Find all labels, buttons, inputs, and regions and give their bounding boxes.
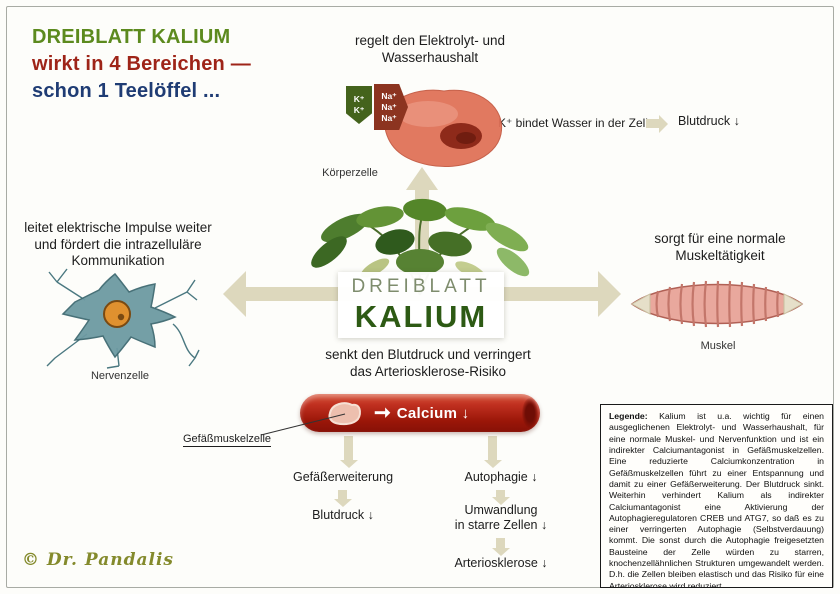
flow-vasodilation: Gefäßerweiterung	[292, 470, 394, 484]
k-ion-label: K⁺	[353, 105, 365, 115]
binding-text: K⁺ bindet Wasser in der Zelle	[498, 116, 655, 130]
vessel-arrow-icon: ➞	[374, 401, 391, 424]
left-heading: leitet elektrische Impulse weiter und fö…	[24, 220, 212, 268]
down-arrow-icon	[483, 436, 502, 468]
right-arrow-icon	[646, 114, 668, 133]
title-line-claim: wirkt in 4 Bereichen —	[32, 53, 251, 75]
down-arrow-icon	[491, 490, 510, 505]
down-arrow-icon	[339, 436, 358, 468]
na-ion-label: Na⁺	[381, 112, 397, 123]
right-heading: sorgt für eine normale Muskeltätigkeit	[654, 231, 786, 263]
brand-name-line2: KALIUM	[354, 298, 488, 334]
legend-text: Kalium ist u.a. wichtig für einen ausgeg…	[609, 411, 824, 588]
body-cell-label: Körperzelle	[322, 167, 378, 179]
k-ion-label: K⁺	[353, 94, 365, 104]
blood-vessel-illustration: ➞ Calcium ↓	[300, 394, 540, 432]
pointer-line	[260, 413, 346, 436]
legend-box: Legende: Kalium ist u.a. wichtig für ein…	[600, 404, 833, 588]
signature: © Dr. Pandalis	[22, 550, 174, 570]
muscle-illustration	[630, 280, 804, 328]
calcium-text: Calcium ↓	[396, 404, 470, 422]
na-ion-label: Na⁺	[381, 101, 397, 112]
down-arrow-icon	[333, 490, 352, 507]
down-arrow-icon	[491, 538, 510, 556]
page-title: DREIBLATT KALIUM wirkt in 4 Bereichen — …	[32, 24, 251, 105]
blood-pressure-result: Blutdruck ↓	[678, 114, 740, 128]
na-ion-label: Na⁺	[381, 90, 397, 101]
title-line-brand: DREIBLATT KALIUM	[32, 26, 231, 48]
top-heading: regelt den Elektrolyt- und Wasserhaushal…	[354, 33, 506, 65]
flow-arteriosclerosis: Arteriosklerose ↓	[454, 556, 548, 570]
brand-name-line1: DREIBLATT	[351, 275, 491, 297]
title-line-dose: schon 1 Teelöffel ...	[32, 80, 221, 102]
flow-stiff-cells: Umwandlung in starre Zellen ↓	[454, 503, 548, 532]
brand-logo: DREIBLATT KALIUM	[338, 272, 504, 338]
nerve-cell-label: Nervenzelle	[90, 370, 150, 382]
nerve-cell-illustration	[46, 268, 200, 369]
bottom-heading: senkt den Blutdruck und verringert das A…	[325, 347, 531, 379]
flow-blood-pressure: Blutdruck ↓	[312, 508, 374, 522]
flow-autophagy: Autophagie ↓	[464, 470, 538, 484]
legend-title: Legende:	[609, 411, 648, 421]
body-cell-illustration	[383, 89, 503, 167]
muscle-label: Muskel	[700, 340, 736, 352]
vessel-cell-label: Gefäßmuskelzelle	[183, 433, 272, 447]
